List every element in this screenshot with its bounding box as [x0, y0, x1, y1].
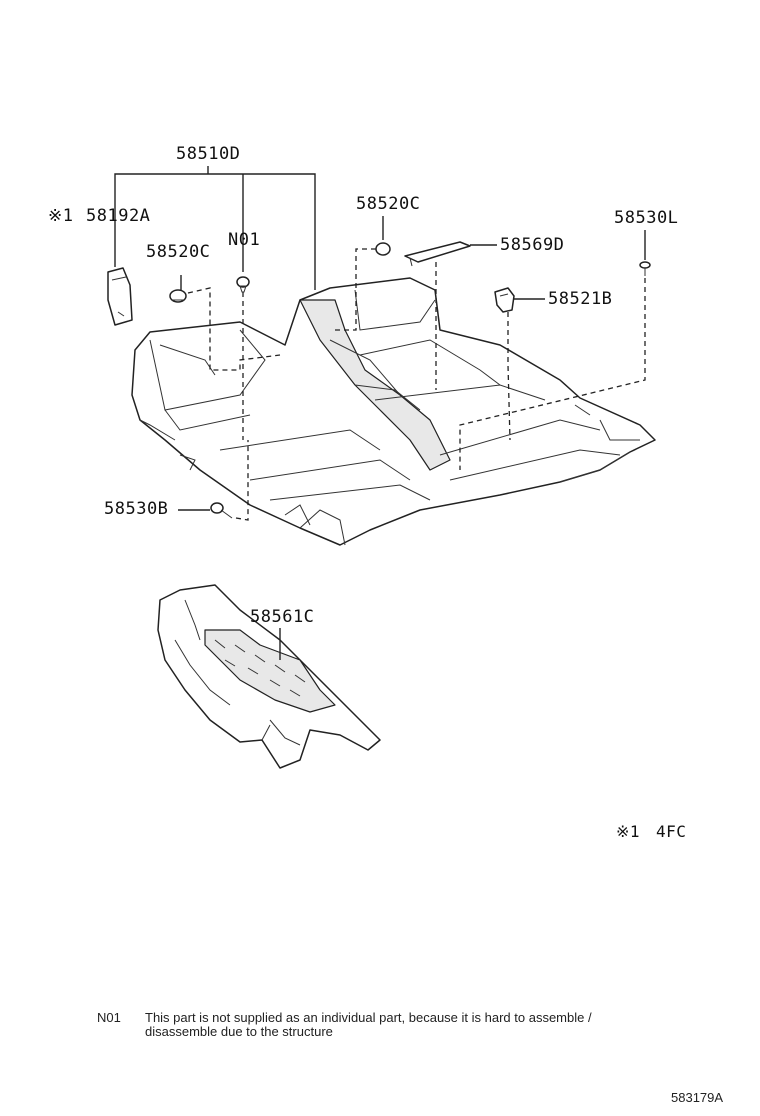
figure-id: 583179A — [671, 1090, 724, 1105]
clip-58520C-left[interactable] — [169, 275, 281, 371]
label-58569D[interactable]: 58569D — [500, 235, 565, 255]
label-58520C-left[interactable]: 58520C — [146, 242, 211, 262]
label-58520C-right[interactable]: 58520C — [356, 194, 421, 214]
label-58561C[interactable]: 58561C — [250, 607, 315, 627]
footnote-text-line1: This part is not supplied as an individu… — [145, 1010, 592, 1025]
silencer-58561C[interactable] — [157, 584, 381, 769]
label-58530L[interactable]: 58530L — [614, 208, 679, 228]
label-pad-note-mark: ※1 — [48, 206, 74, 226]
hook-58521B[interactable] — [494, 287, 545, 441]
floor-carpet-assembly[interactable] — [131, 277, 656, 546]
screw-58530L[interactable] — [459, 230, 651, 470]
legend-note-value: 4FC — [656, 822, 687, 841]
label-58521B[interactable]: 58521B — [548, 289, 613, 309]
screw-58530B[interactable] — [178, 440, 249, 521]
carpet-pad-58192A[interactable] — [107, 267, 133, 326]
clip-58520C-right[interactable] — [335, 216, 391, 331]
footnote-text-line2: disassemble due to the structure — [145, 1024, 333, 1039]
label-58510D[interactable]: 58510D — [176, 144, 241, 164]
label-N01[interactable]: N01 — [228, 230, 261, 250]
legend-note-mark: ※1 — [616, 822, 641, 841]
footnote-code: N01 — [97, 1010, 121, 1025]
carpet-leader-lines — [114, 166, 316, 290]
label-58530B[interactable]: 58530B — [104, 499, 169, 519]
label-58192A[interactable]: 58192A — [86, 206, 151, 226]
plate-58569D[interactable] — [404, 241, 497, 390]
clip-N01[interactable] — [236, 276, 250, 440]
